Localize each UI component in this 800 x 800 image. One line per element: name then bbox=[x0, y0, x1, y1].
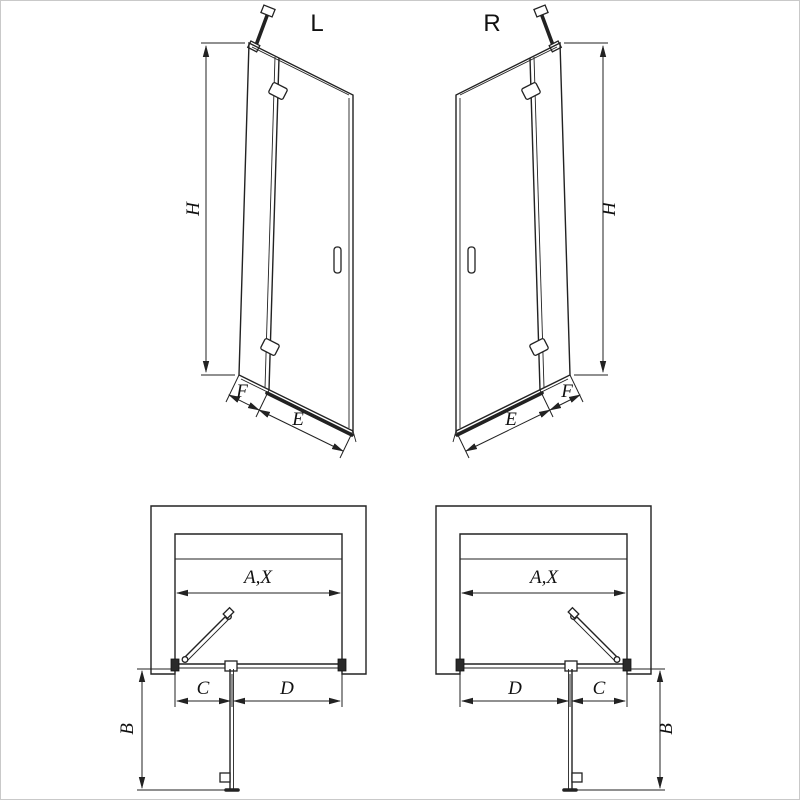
door-handle-left bbox=[333, 246, 342, 274]
door-handle-right bbox=[467, 246, 476, 274]
open-door-right bbox=[567, 606, 621, 663]
door-width-label-left: E bbox=[291, 409, 304, 430]
door-end-cap bbox=[567, 606, 580, 620]
width-label: A,X bbox=[528, 567, 559, 588]
foot-bracket bbox=[571, 772, 583, 783]
hinge-bottom-left bbox=[260, 338, 280, 356]
hinge-pivot bbox=[181, 656, 189, 663]
wall-profile bbox=[622, 658, 632, 672]
bar-bracket bbox=[533, 4, 549, 18]
d-label: D bbox=[507, 678, 522, 699]
threshold-right bbox=[455, 658, 632, 672]
dim-ax-left: A,X bbox=[176, 567, 341, 597]
hinge-profile-right bbox=[529, 56, 545, 391]
wall-hatched-left bbox=[150, 505, 367, 675]
dim-height-left: H bbox=[183, 42, 245, 376]
dim-width-left: F E bbox=[225, 374, 354, 459]
glass-panel-left bbox=[238, 41, 354, 433]
corner-fitting bbox=[564, 660, 578, 672]
dim-cd-right: D C bbox=[459, 672, 628, 707]
plan-left: A,X bbox=[117, 505, 367, 792]
glass-panel-right bbox=[455, 41, 571, 433]
wall-hatched-right bbox=[435, 505, 652, 675]
dim-width-right: F E bbox=[455, 374, 584, 459]
width-label: A,X bbox=[242, 567, 273, 588]
hinge-profile-left bbox=[264, 56, 280, 391]
hinge-top-left bbox=[268, 82, 288, 100]
side-panel-left bbox=[219, 660, 240, 792]
wall-profile bbox=[455, 658, 465, 672]
depth-label: B bbox=[117, 723, 138, 735]
variant-label-right: R bbox=[483, 10, 500, 37]
fixed-width-label-right: F bbox=[560, 381, 573, 402]
foot-bracket bbox=[219, 772, 231, 783]
threshold-left bbox=[170, 658, 347, 672]
door-end-cap bbox=[222, 606, 235, 620]
door-width-label-right: E bbox=[504, 409, 517, 430]
bar-bracket bbox=[260, 4, 276, 18]
dim-cd-left: C D bbox=[174, 672, 343, 707]
open-door-left bbox=[181, 606, 235, 663]
hinge-bottom-right bbox=[529, 338, 549, 356]
wall-profile bbox=[337, 658, 347, 672]
elevation-left: L bbox=[183, 4, 357, 459]
depth-label: B bbox=[656, 723, 677, 735]
variant-label-left: L bbox=[310, 10, 323, 37]
height-label-right: H bbox=[599, 201, 620, 217]
height-label-left: H bbox=[183, 201, 204, 217]
hinge-pivot bbox=[613, 656, 621, 663]
elevation-right: R H bbox=[452, 4, 620, 459]
c-label: C bbox=[197, 678, 210, 699]
side-panel-right bbox=[562, 660, 583, 792]
corner-fitting bbox=[224, 660, 238, 672]
dim-ax-right: A,X bbox=[461, 567, 626, 597]
d-label: D bbox=[279, 678, 294, 699]
dim-b-right: B bbox=[576, 668, 677, 791]
c-label: C bbox=[593, 678, 606, 699]
wall-profile bbox=[170, 658, 180, 672]
hinge-top-right bbox=[521, 82, 541, 100]
plan-right: A,X D C bbox=[435, 505, 677, 792]
dim-b-left: B bbox=[117, 668, 226, 791]
fixed-width-label-left: F bbox=[235, 381, 248, 402]
dim-height-right: H bbox=[564, 42, 620, 376]
